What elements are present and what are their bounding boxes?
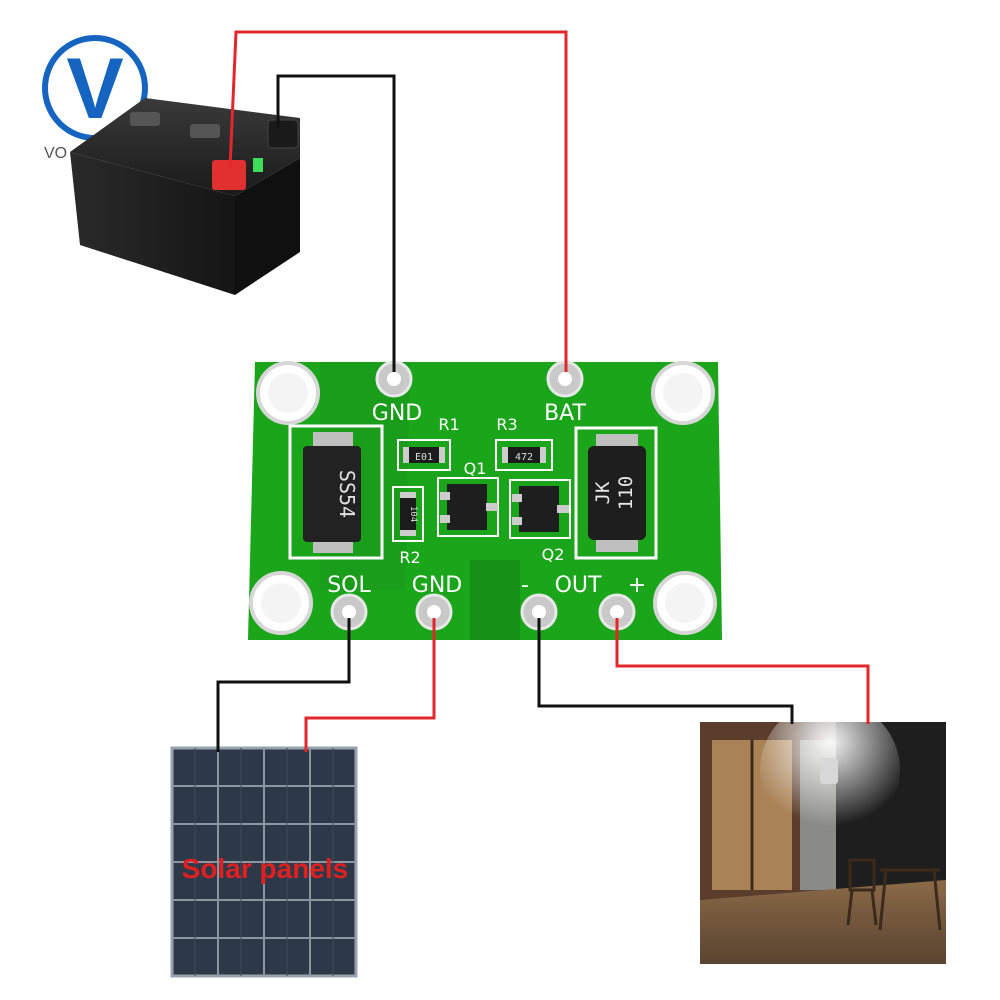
label-gnd-bottom: GND (412, 573, 462, 598)
label-sol: SOL (327, 573, 371, 598)
label-q2: Q2 (542, 545, 565, 564)
label-gnd-top: GND (372, 401, 422, 426)
mounting-hole (651, 361, 715, 425)
fuse-marking-line2: 110 (615, 476, 637, 510)
wire-out-minus-to-lamp (537, 618, 794, 724)
pad-out-minus (520, 593, 558, 631)
wire-sol-to-panel (216, 618, 351, 752)
label-out: OUT (555, 573, 602, 598)
pcb-board: GND BAT SOL GND - OUT + R1 R3 R2 Q1 Q2 S… (248, 360, 722, 640)
label-bat: BAT (544, 401, 586, 426)
transistor-q2 (509, 479, 571, 539)
wire-gnd-to-panel (304, 618, 436, 752)
fuse-jk110: JK 110 (574, 426, 658, 560)
label-r3: R3 (496, 415, 517, 434)
r1-marking: E01 (415, 452, 433, 463)
label-r1: R1 (438, 415, 459, 434)
resistor-r3: 472 (495, 439, 553, 471)
label-r2: R2 (399, 548, 420, 567)
label-out-minus: - (521, 573, 529, 598)
transistor-q1 (437, 477, 499, 537)
brand-partial-text: VO (44, 145, 67, 162)
solar-panel: Solar panels (170, 746, 358, 978)
wire-battery-negative-to-gnd (276, 74, 396, 372)
mounting-hole (249, 571, 313, 635)
battery-handle-right (190, 124, 220, 138)
battery-handle-left (130, 112, 160, 126)
patio-furniture (846, 858, 942, 931)
diode-ss54: SS54 (288, 424, 384, 560)
outdoor-light-photo (700, 700, 946, 964)
solar-cell-grid (172, 748, 356, 976)
pad-gnd-top (375, 360, 413, 398)
r2-marking: 104 (408, 506, 418, 522)
label-out-plus: + (628, 573, 646, 598)
solar-lamp-icon (820, 758, 838, 784)
battery (70, 98, 300, 295)
diode-marking: SS54 (335, 470, 359, 518)
pad-gnd-bottom (415, 593, 453, 631)
resistor-r1: E01 (397, 439, 451, 471)
battery-positive-terminal (212, 160, 246, 190)
wooden-deck (700, 880, 946, 964)
battery-negative-terminal (267, 119, 299, 149)
brand-logo: V VO (42, 35, 148, 162)
label-q1: Q1 (464, 459, 487, 478)
pad-bat (546, 360, 584, 398)
wires (216, 30, 870, 752)
mounting-hole (653, 571, 717, 635)
resistor-r2: 104 (392, 486, 424, 542)
wire-out-plus-to-lamp (615, 618, 870, 724)
solar-panel-label: Solar panels (182, 853, 349, 884)
mounting-hole (256, 361, 320, 425)
r3-marking: 472 (515, 452, 533, 463)
fuse-marking-line1: JK (592, 481, 614, 504)
wire-battery-positive-to-bat (228, 30, 568, 372)
